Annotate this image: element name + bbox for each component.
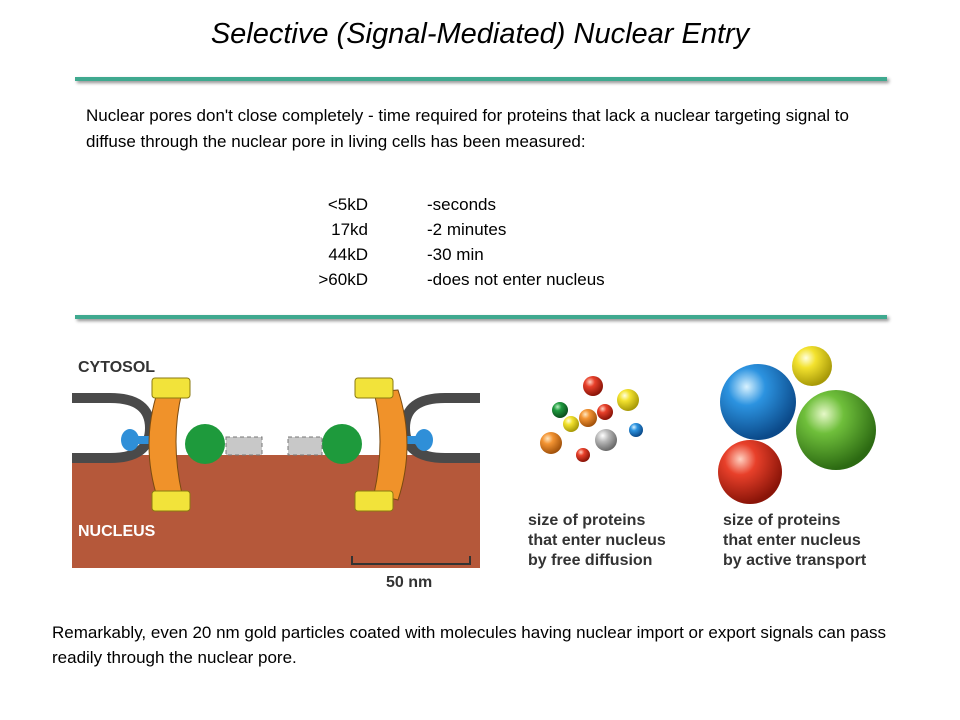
middle-divider [75, 315, 887, 319]
protein-size: 44kD [328, 245, 368, 264]
particle [595, 429, 617, 451]
particle [579, 409, 597, 427]
caption-line: by active transport [723, 552, 867, 569]
membrane-left [72, 393, 156, 463]
size-row: <5kD -seconds [290, 192, 605, 217]
size-row: >60kD -does not enter nucleus [290, 267, 605, 292]
active-transport-particles [718, 346, 876, 504]
particle [552, 402, 568, 418]
pore-cap-right-bottom [354, 490, 394, 512]
pore-ring-left [148, 389, 183, 501]
particle [576, 448, 590, 462]
caption-line: size of proteins [528, 512, 645, 529]
caption-line: by free diffusion [528, 552, 652, 569]
particle [597, 404, 613, 420]
intro-paragraph: Nuclear pores don't close completely - t… [86, 106, 849, 151]
protein-size: <5kD [327, 195, 368, 214]
pore-ring-right [373, 389, 408, 501]
gate-right [287, 436, 323, 456]
pore-cap-right-top [354, 377, 394, 399]
pore-cap-left-bottom [151, 490, 191, 512]
size-row: 17kd -2 minutes [290, 217, 605, 242]
free-diffusion-caption: size of proteins that enter nucleus by f… [528, 512, 666, 569]
free-diffusion-particles [540, 376, 643, 462]
membrane-right [399, 393, 480, 463]
size-row: 44kD -30 min [290, 242, 605, 267]
scale-bar [351, 556, 471, 565]
pore-cap-left-top [151, 377, 191, 399]
caption-line: that enter nucleus [723, 532, 861, 549]
particle [792, 346, 832, 386]
caption-line: size of proteins [723, 512, 840, 529]
scale-label: 50 nm [386, 574, 432, 591]
anchor-right [398, 429, 433, 451]
particle [629, 423, 643, 437]
particle [563, 416, 579, 432]
particle [540, 432, 562, 454]
diffusion-time: -seconds [427, 195, 496, 214]
channel-protein-right [322, 424, 362, 464]
footer-paragraph: Remarkably, even 20 nm gold particles co… [52, 623, 887, 667]
protein-size: >60kD [318, 270, 368, 289]
particle [720, 364, 796, 440]
particle [617, 389, 639, 411]
nucleus-base [72, 520, 480, 568]
cytosol-label: CYTOSOL [78, 359, 155, 376]
pore-cross-section: CYTOSOL NUCLEUS [72, 359, 480, 591]
diffusion-time: -does not enter nucleus [427, 270, 605, 289]
caption-line: that enter nucleus [528, 532, 666, 549]
anchor-left [121, 429, 158, 451]
protein-size: 17kd [331, 220, 368, 239]
nucleus-label: NUCLEUS [78, 523, 156, 540]
particle [796, 390, 876, 470]
particle [718, 440, 782, 504]
diffusion-time: -2 minutes [427, 220, 507, 239]
particle [583, 376, 603, 396]
top-divider [75, 77, 887, 81]
slide-title: Selective (Signal-Mediated) Nuclear Entr… [210, 18, 750, 50]
diffusion-time-table: <5kD -seconds 17kd -2 minutes 44kD -30 m… [290, 192, 605, 292]
diffusion-time: -30 min [427, 245, 484, 264]
gate-left [225, 436, 263, 456]
nucleus-pore-gap [185, 455, 372, 520]
active-transport-caption: size of proteins that enter nucleus by a… [723, 512, 867, 569]
channel-protein-left [185, 424, 225, 464]
